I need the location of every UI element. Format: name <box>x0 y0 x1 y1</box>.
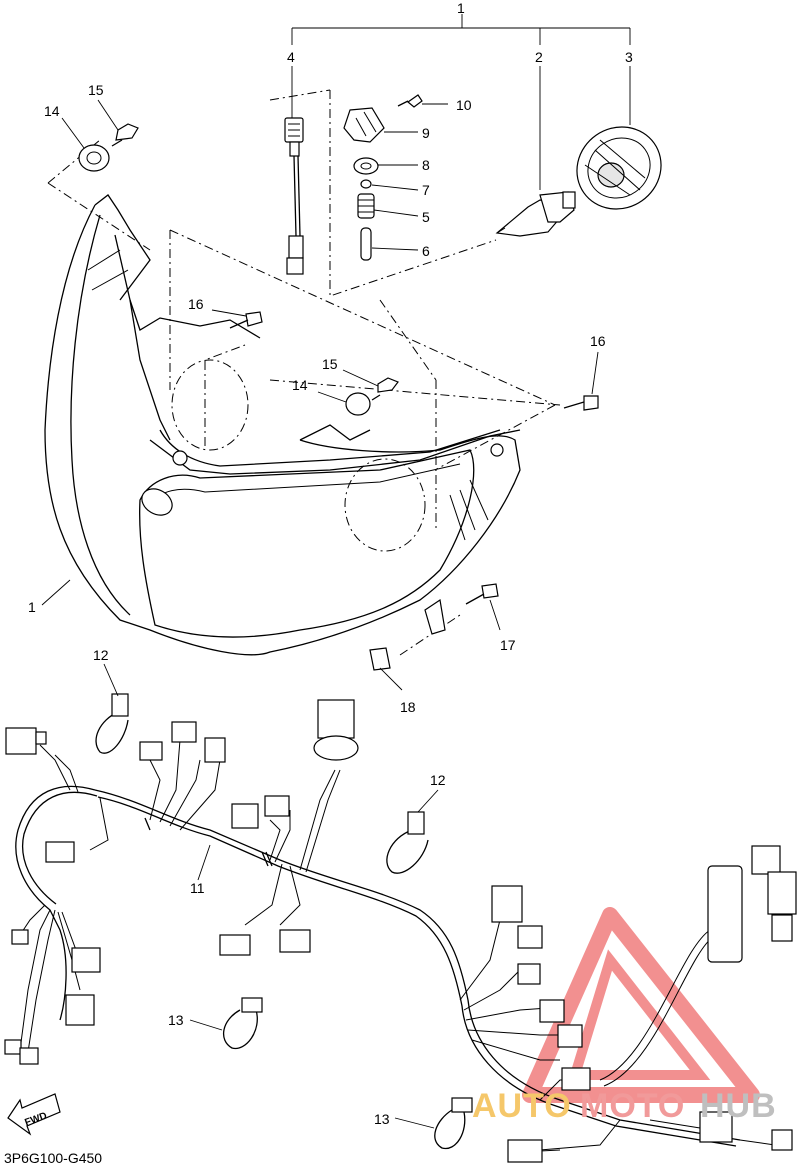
callout-14-mid: 14 <box>292 377 308 393</box>
callout-9: 9 <box>422 125 430 141</box>
watermark-text: AUTO MOTO HUB <box>472 1087 777 1125</box>
callout-4: 4 <box>287 49 295 65</box>
callout-8: 8 <box>422 157 430 173</box>
callout-2: 2 <box>535 49 543 65</box>
callout-14-top: 14 <box>44 103 60 119</box>
fwd-arrow: FWD <box>7 1093 61 1136</box>
callout-10: 10 <box>456 97 472 113</box>
harness-bands <box>95 693 473 1150</box>
wire-harness <box>15 739 776 1153</box>
adjuster-parts <box>343 94 423 261</box>
harness-connectors <box>4 699 797 1163</box>
callout-1-left: 1 <box>28 599 36 615</box>
callout-13-bottom: 13 <box>374 1111 390 1127</box>
bulb-cover <box>576 126 662 210</box>
watermark-hub: HUB <box>700 1087 777 1125</box>
headlight-assembly <box>44 194 521 656</box>
callout-5: 5 <box>422 209 430 225</box>
screw-17 <box>465 583 499 605</box>
callout-15-mid: 15 <box>322 356 338 372</box>
watermark-triangle <box>522 907 760 1103</box>
callout-7: 7 <box>422 182 430 198</box>
screw-left <box>229 311 263 329</box>
callout-12-left: 12 <box>93 647 109 663</box>
callout-6: 6 <box>422 243 430 259</box>
clip-18 <box>369 647 391 671</box>
drawing-code: 3P6G100-G450 <box>4 1150 102 1166</box>
callout-16-left: 16 <box>188 296 204 312</box>
headlight-bulb <box>495 191 576 237</box>
callout-13-left: 13 <box>168 1012 184 1028</box>
callout-1-bracket <box>291 14 631 190</box>
leader-lines-mid <box>41 99 599 691</box>
callout-1-top: 1 <box>457 0 465 16</box>
leader-lines-top <box>371 103 448 251</box>
callout-labels: 1 4 2 3 10 9 8 7 5 6 14 15 16 15 14 16 1… <box>28 0 633 1127</box>
callout-15-top: 15 <box>88 82 104 98</box>
watermark-moto: MOTO <box>580 1087 685 1125</box>
callout-17: 17 <box>500 637 516 653</box>
watermark-auto: AUTO <box>472 1087 572 1125</box>
grommet-top <box>78 123 139 172</box>
callout-16-right: 16 <box>590 333 606 349</box>
grommet-mid <box>345 377 399 416</box>
assembly-lines <box>47 89 561 656</box>
callout-18: 18 <box>400 699 416 715</box>
screw-right <box>563 395 599 411</box>
callout-12-right: 12 <box>430 772 446 788</box>
beam-adjuster-cable <box>284 117 304 275</box>
leader-lines-bottom <box>103 663 439 1129</box>
callout-11: 11 <box>190 880 205 896</box>
callout-3: 3 <box>625 49 633 65</box>
